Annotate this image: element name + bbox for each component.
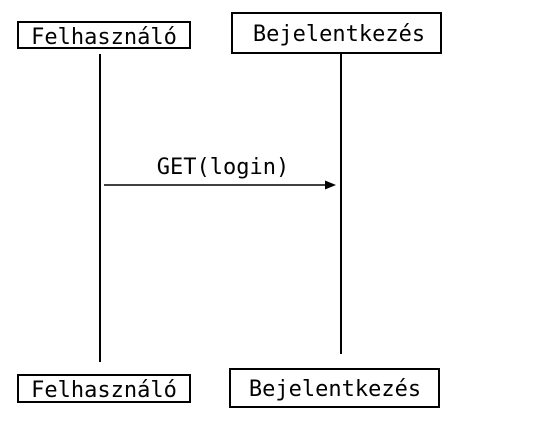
participant-bottom-felhasznalo: Felhasználó xyxy=(17,374,191,403)
participant-label: Bejelentkezés xyxy=(249,377,421,402)
participant-label: Felhasználó xyxy=(31,25,177,50)
participant-top-felhasznalo: Felhasználó xyxy=(17,21,191,50)
participant-top-bejelentkezes: Bejelentkezés xyxy=(231,12,442,54)
message-label: GET(login) xyxy=(157,155,289,180)
arrowhead-icon xyxy=(325,180,336,190)
participant-label: Bejelentkezés xyxy=(253,22,425,47)
participant-label: Felhasználó xyxy=(31,378,177,403)
participant-bottom-bejelentkezes: Bejelentkezés xyxy=(229,368,440,408)
message-get-login: GET(login) xyxy=(104,155,336,190)
